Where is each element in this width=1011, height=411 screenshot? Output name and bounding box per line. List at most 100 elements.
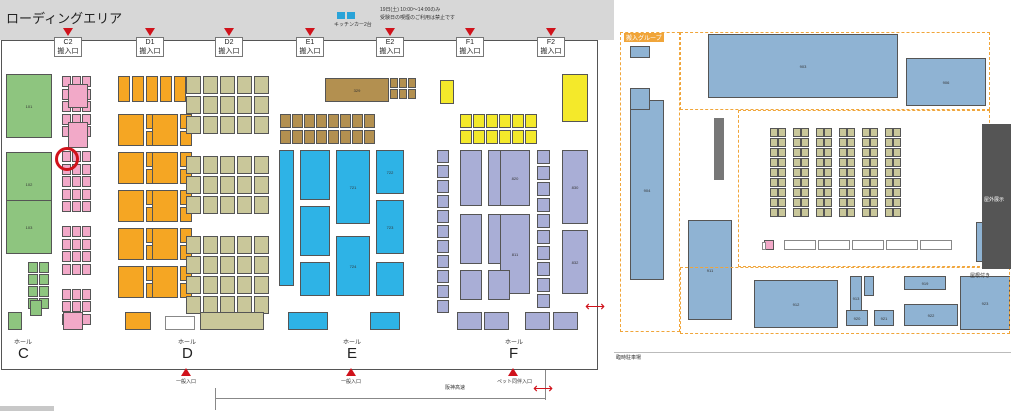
entrance-arrow-c2 — [63, 28, 73, 36]
booth-olive — [801, 198, 809, 207]
booth-olive — [816, 128, 824, 137]
booth-brown — [316, 130, 327, 144]
booth-lav — [460, 214, 482, 264]
booth-pink — [62, 263, 71, 275]
general-entrance-d: 一般入口 — [176, 379, 197, 385]
booth-olive — [801, 188, 809, 197]
booth-olive — [220, 96, 235, 114]
booth-yellow — [499, 130, 511, 144]
booth-olive — [847, 208, 855, 217]
booth-olive — [816, 198, 824, 207]
booth-lav — [437, 300, 449, 313]
hall-d-label: ホール — [178, 340, 197, 346]
booth-white — [818, 240, 850, 250]
booth-olive — [778, 158, 786, 167]
booth-olive — [847, 158, 855, 167]
booth-lav — [437, 210, 449, 223]
booth-olive — [862, 198, 870, 207]
booth-olive — [893, 158, 901, 167]
entrance-arrow-f — [508, 368, 518, 376]
booth-olive — [778, 168, 786, 177]
booth-olive — [893, 188, 901, 197]
booth-olive — [793, 128, 801, 137]
booth-pink — [62, 301, 71, 312]
booth-lav — [525, 312, 550, 330]
booth-olive — [203, 96, 218, 114]
booth-lav — [437, 150, 449, 163]
double-arrow-side: ⟷ — [585, 298, 606, 314]
road-line — [215, 398, 545, 399]
pet-entrance-f: ペット同伴入口 — [497, 379, 533, 385]
booth-olive — [220, 256, 235, 274]
booth-orange — [118, 266, 144, 298]
booth-olive — [801, 138, 809, 147]
booth-lav — [537, 262, 550, 276]
booth-blue — [630, 46, 650, 58]
booth-olive — [254, 236, 269, 254]
booth-pink — [82, 288, 91, 300]
entrance-arrow-f2 — [546, 28, 556, 36]
booth-olive — [801, 208, 809, 217]
booth-white — [165, 316, 195, 330]
booth-blue: 903 — [708, 34, 898, 98]
booth-brown — [399, 78, 407, 88]
booth-olive — [847, 178, 855, 187]
booth-olive — [203, 256, 218, 274]
booth-olive — [186, 296, 201, 314]
booth-olive — [801, 158, 809, 167]
booth-olive — [793, 138, 801, 147]
booth-brown — [352, 130, 363, 144]
west-label: 屋根付き — [970, 273, 991, 279]
outdoor-zone-bottom — [680, 267, 1010, 334]
booth-cyan — [300, 150, 330, 200]
booth-olive — [824, 158, 832, 167]
booth-yellow — [512, 114, 524, 128]
booth-cyan: 721 — [336, 150, 370, 224]
group-label: 搬入グループ — [624, 33, 664, 42]
booth-olive — [220, 76, 235, 94]
outdoor-zone-mid — [738, 110, 990, 267]
booth-olive — [186, 116, 201, 134]
booth-yellow — [460, 114, 472, 128]
booth-pink — [72, 263, 81, 275]
booth-pink — [62, 188, 71, 200]
entrance-arrow-f1 — [465, 28, 475, 36]
booth-olive — [816, 148, 824, 157]
booth-olive — [824, 148, 832, 157]
booth-brown — [340, 114, 351, 128]
booth-pink — [82, 313, 91, 325]
booth-orange — [152, 228, 178, 260]
booth-cyan — [300, 262, 330, 296]
booth-olive — [778, 128, 786, 137]
booth-lav — [488, 270, 510, 300]
booth-blue: 919 — [904, 276, 946, 290]
booth-green — [28, 262, 38, 273]
kitchen-car-2 — [347, 12, 355, 19]
booth-lav: 832 — [562, 230, 588, 294]
booth-pink — [63, 312, 83, 330]
booth-olive — [254, 276, 269, 294]
booth-olive — [870, 138, 878, 147]
booth-blue: 922 — [904, 304, 958, 326]
booth-lav — [460, 270, 482, 300]
group-zone — [620, 32, 680, 332]
booth-lav — [437, 285, 449, 298]
booth-pink — [72, 176, 81, 187]
booth-olive — [203, 176, 218, 194]
booth-pink — [62, 226, 71, 237]
booth-brown — [280, 114, 291, 128]
booth-pink — [62, 176, 71, 187]
booth-yellow — [473, 114, 485, 128]
booth-olive — [770, 198, 778, 207]
booth-olive — [839, 148, 847, 157]
booth-olive — [893, 148, 901, 157]
road-line-left — [215, 388, 216, 410]
booth-olive — [778, 208, 786, 217]
booth-lav — [437, 240, 449, 253]
booth-pink — [82, 176, 91, 187]
booth-olive — [770, 168, 778, 177]
booth-lav — [437, 225, 449, 238]
highlight-circle — [55, 147, 79, 171]
booth-olive — [203, 276, 218, 294]
booth-olive — [824, 138, 832, 147]
